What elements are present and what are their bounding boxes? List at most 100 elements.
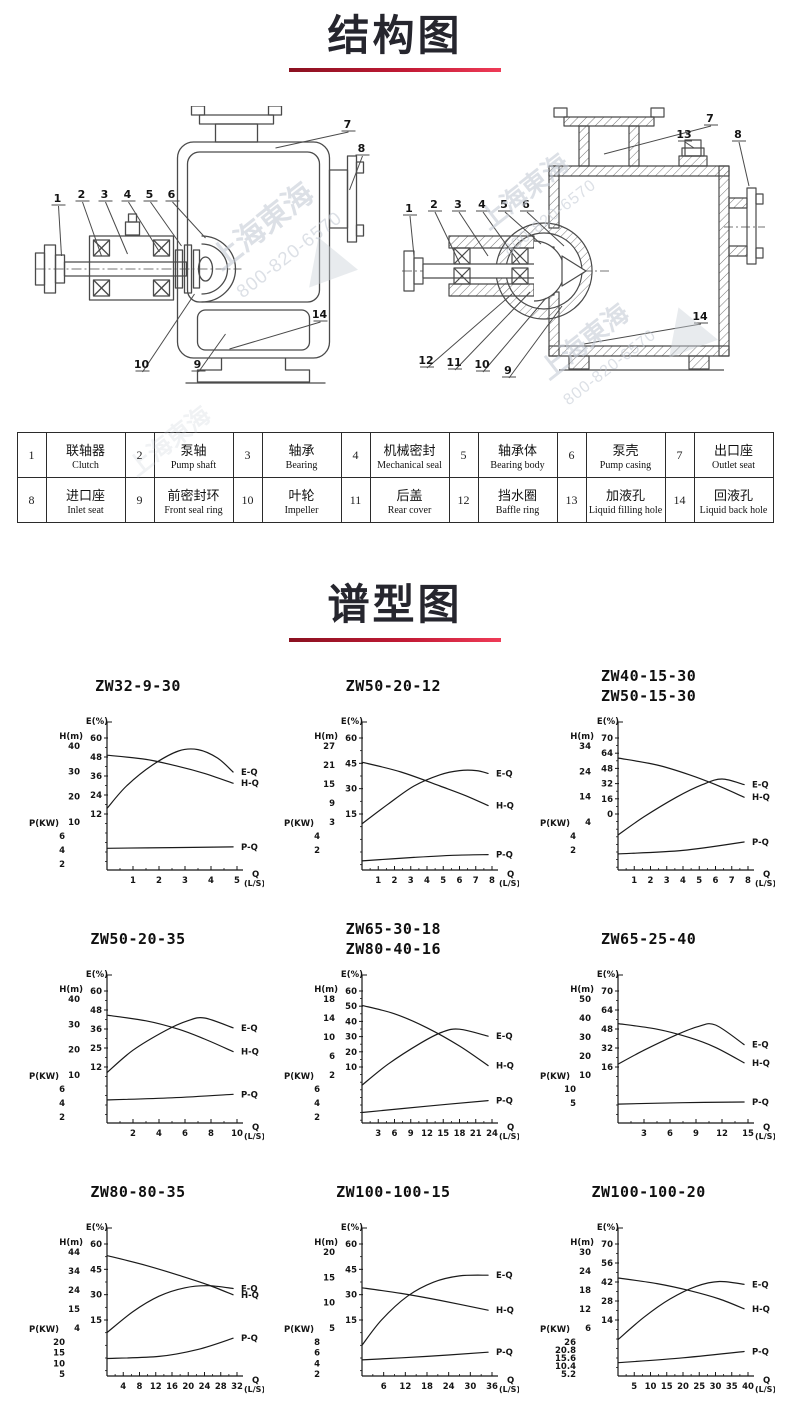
part-number: 3 xyxy=(232,432,263,479)
p-tick-label: 2 xyxy=(314,1113,320,1123)
chart-plot: E(%)H(m)P(KW)70564228143024181262620.815… xyxy=(540,1223,776,1394)
curve-label: E-Q xyxy=(496,769,513,779)
p-tick-label: 10 xyxy=(53,1359,65,1369)
h-tick-label: 24 xyxy=(68,1286,80,1296)
part-number: 4 xyxy=(340,432,371,479)
x-tick-label: 5 xyxy=(696,876,702,886)
e-tick-label: 30 xyxy=(345,784,357,794)
structure-diagrams: 上海東海 800-820-6570 上海東海 800-820-6570 上海東海… xyxy=(0,106,790,412)
e-tick-label: 64 xyxy=(601,1006,613,1016)
curve-label: E-Q xyxy=(241,768,258,778)
x-unit-q: Q xyxy=(763,1123,770,1133)
p-tick-label: 2 xyxy=(59,1113,65,1123)
x-tick-label: 9 xyxy=(693,1129,699,1139)
h-tick-label: 5 xyxy=(329,1324,335,1334)
curve-e-q xyxy=(361,769,490,824)
e-tick-label: 36 xyxy=(90,1025,102,1035)
title-underline xyxy=(289,637,501,642)
part-number: 1 xyxy=(16,432,47,479)
x-tick-label: 6 xyxy=(182,1129,188,1139)
h-tick-label: 18 xyxy=(323,995,335,1005)
x-tick-label: 36 xyxy=(486,1382,498,1392)
h-tick-label: 30 xyxy=(579,1033,591,1043)
curve-h-q xyxy=(106,754,234,784)
part-name-en: Rear cover xyxy=(387,504,432,516)
curve-label: E-Q xyxy=(496,1032,513,1042)
p-tick-label: 20.8 xyxy=(555,1346,576,1356)
curve-label: H-Q xyxy=(496,1061,514,1071)
x-tick-label: 18 xyxy=(421,1382,433,1392)
chart-title: ZW50-20-12 xyxy=(345,676,441,695)
e-tick-label: 60 xyxy=(345,1240,357,1250)
h-tick-label: 30 xyxy=(68,1020,80,1030)
curve-e-q xyxy=(106,1016,234,1073)
p-axis-label: P(KW) xyxy=(540,819,570,829)
h-tick-label: 34 xyxy=(68,1267,80,1277)
e-tick-label: 45 xyxy=(345,1265,357,1275)
x-tick-label: 24 xyxy=(199,1382,211,1392)
x-unit-q: Q xyxy=(252,1376,259,1386)
x-tick-label: 15 xyxy=(742,1129,754,1139)
x-tick-label: 10 xyxy=(231,1129,243,1139)
part-name-cn: 机械密封 xyxy=(383,442,436,458)
part-name-en: Bearing body xyxy=(490,459,545,471)
callout-number: 9 xyxy=(504,364,512,377)
curve-label: H-Q xyxy=(241,779,259,789)
x-unit-q: Q xyxy=(763,870,770,880)
curve-e-q xyxy=(617,1280,745,1340)
p-tick-label: 4 xyxy=(570,832,576,842)
e-tick-label: 70 xyxy=(601,987,613,997)
x-tick-label: 21 xyxy=(470,1129,482,1139)
x-tick-label: 5 xyxy=(631,1382,637,1392)
x-tick-label: 8 xyxy=(208,1129,214,1139)
part-name-en: Liquid back hole xyxy=(699,504,768,516)
p-tick-label: 5 xyxy=(59,1370,65,1380)
h-axis-label: H(m) xyxy=(315,985,339,995)
e-tick-label: 60 xyxy=(345,987,357,997)
callout-number: 7 xyxy=(706,112,714,125)
callout-number: 4 xyxy=(124,188,132,201)
part-number: 5 xyxy=(448,432,479,479)
curve-label: H-Q xyxy=(241,1047,259,1057)
p-tick-label: 15.6 xyxy=(555,1354,576,1364)
e-axis-label: E(%) xyxy=(86,1223,108,1233)
part-number: 14 xyxy=(664,477,695,524)
chart-title: ZW80-80-35 xyxy=(90,1182,186,1201)
e-tick-label: 10 xyxy=(345,1063,357,1073)
callout-number: 14 xyxy=(692,310,708,323)
curve-p-q xyxy=(617,1100,745,1105)
curve-label: P-Q xyxy=(752,1098,769,1108)
h-tick-label: 6 xyxy=(585,1324,591,1334)
x-tick-label: 30 xyxy=(465,1382,477,1392)
p-tick-label: 6 xyxy=(59,1085,65,1095)
curve-label: P-Q xyxy=(496,850,513,860)
x-unit-q: Q xyxy=(507,1376,514,1386)
x-tick-label: 1 xyxy=(376,876,382,886)
h-tick-label: 20 xyxy=(68,1045,80,1055)
p-tick-label: 2 xyxy=(314,1370,320,1380)
part-name-cn: 挡水圈 xyxy=(497,487,537,503)
curve-e-q xyxy=(617,1022,745,1065)
curve-label: H-Q xyxy=(496,1306,514,1316)
callout-number: 1 xyxy=(54,192,62,205)
h-axis-label: H(m) xyxy=(570,985,594,995)
x-tick-label: 4 xyxy=(156,1129,162,1139)
callout-number: 13 xyxy=(676,128,691,141)
e-tick-label: 50 xyxy=(345,1002,357,1012)
part-name-en: Outlet seat xyxy=(711,459,756,471)
x-tick-label: 28 xyxy=(215,1382,227,1392)
h-tick-label: 14 xyxy=(323,1014,335,1024)
part-name-cn: 轴承 xyxy=(288,442,315,458)
e-tick-label: 60 xyxy=(90,1240,102,1250)
x-tick-label: 6 xyxy=(667,1129,673,1139)
